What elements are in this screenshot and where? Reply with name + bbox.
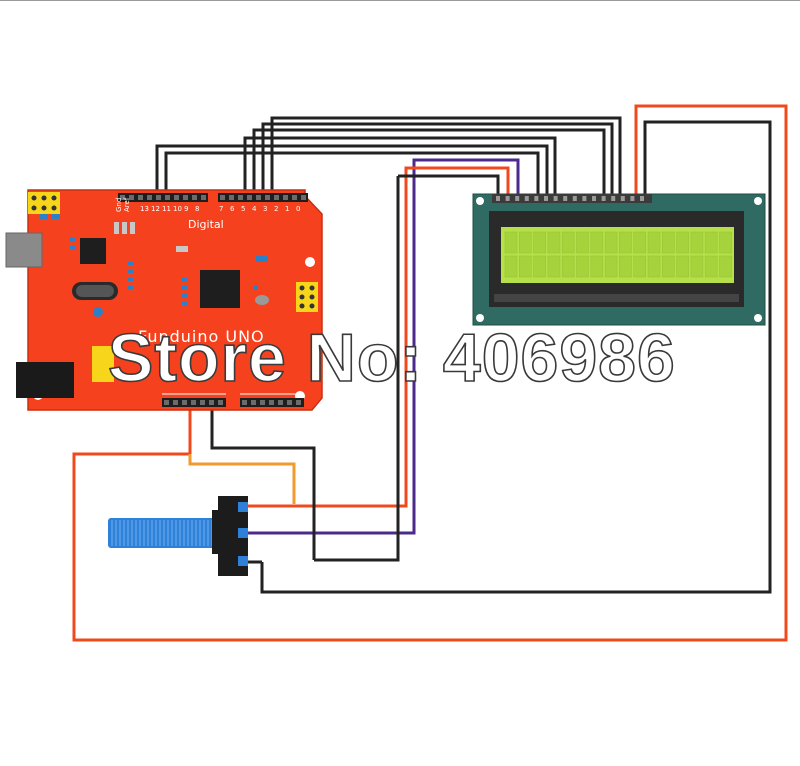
pin-label-1: 1 <box>285 205 289 213</box>
wire-data-4 <box>252 128 606 196</box>
bottom-header-pins <box>164 400 301 405</box>
usb-chip <box>80 238 106 264</box>
potentiometer <box>108 496 248 576</box>
digital-label: Digital <box>188 218 224 231</box>
pin-label-8: 8 <box>195 205 199 213</box>
top-border-line <box>0 0 800 1</box>
pin-label-12: 12 <box>151 205 160 213</box>
pin-label-9: 9 <box>184 205 188 213</box>
mcu-chip <box>200 270 240 308</box>
wire-pot-signal <box>188 454 296 504</box>
digital-header-low <box>218 193 308 202</box>
digital-header-pins <box>120 195 306 200</box>
pin-label-3: 3 <box>263 205 267 213</box>
aref-pin-label: Aref <box>123 197 131 212</box>
wire-data-3 <box>261 122 614 196</box>
wire-data-2 <box>270 116 622 196</box>
gnd-pin-label: Gnd <box>115 198 123 212</box>
lcd-header <box>492 194 652 203</box>
wire-lcd-k <box>398 174 500 196</box>
pin-label-10: 10 <box>173 205 182 213</box>
pin-label-4: 4 <box>252 205 257 213</box>
board-name: Funduino UNO <box>138 327 265 346</box>
pin-label-11: 11 <box>162 205 171 213</box>
lcd-character-cells <box>504 231 732 278</box>
wire-lcd-rw <box>210 398 316 560</box>
wire-contrast <box>243 158 520 535</box>
pin-label-13: 13 <box>140 205 149 213</box>
wire-data-11 <box>164 151 540 196</box>
wire-data-12 <box>155 144 549 196</box>
pin-label-0: 0 <box>296 205 300 213</box>
digital-header-high <box>118 193 208 202</box>
wires <box>72 104 788 642</box>
power-jack <box>16 362 74 398</box>
wire-pot-vcc <box>243 166 510 508</box>
wire-lcd-vss <box>314 176 400 562</box>
store-watermark: Store No: 406986 <box>107 319 676 397</box>
lcd-header-pins <box>496 196 644 201</box>
wire-lcd-ground <box>260 120 772 594</box>
wire-data-5 <box>243 136 557 196</box>
pin-label-5: 5 <box>241 205 245 213</box>
pot-knob-ridges <box>111 520 213 546</box>
pot-knob-shaft <box>108 518 222 548</box>
pin-label-7: 7 <box>219 205 223 213</box>
wire-power-loop <box>72 104 788 642</box>
usb-port <box>5 232 43 268</box>
lcd-module <box>472 193 766 326</box>
pin-label-2: 2 <box>274 205 278 213</box>
pin-label-6: 6 <box>230 205 235 213</box>
